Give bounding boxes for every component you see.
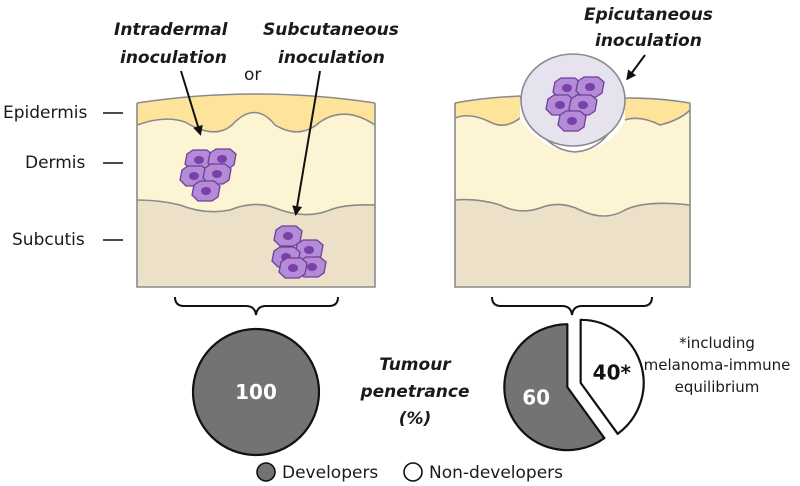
- pie-slice-developers: [191, 327, 321, 457]
- legend-developers-swatch: [256, 462, 276, 482]
- subcutis-label: Subcutis: [12, 230, 85, 250]
- pie-label-developers: 60: [522, 385, 550, 409]
- legend-non-developers-label: Non-developers: [429, 463, 563, 483]
- footnote: *including melanoma-immune equilibrium: [644, 334, 791, 396]
- tumour-penetrance-caption: Tumour penetrance (%): [359, 355, 469, 429]
- epicutaneous-label-line1: Epicutaneous: [584, 5, 713, 25]
- left-brace: [174, 296, 339, 316]
- epicutaneous-annotation: Epicutaneous inoculation: [584, 5, 713, 81]
- layer-labels: Epidermis Dermis Subcutis: [3, 103, 123, 250]
- left-skin-block: [136, 93, 376, 316]
- caption-line3: (%): [399, 409, 432, 429]
- right-subcutis-layer: [455, 199, 690, 287]
- pie-chart-right: 40* 60: [503, 318, 645, 452]
- right-brace: [491, 296, 653, 316]
- pie-label-non-developers: 40*: [593, 361, 632, 385]
- pie-chart-left: 100: [191, 327, 321, 457]
- or-label: or: [244, 65, 261, 85]
- left-subcutis-layer: [137, 200, 375, 287]
- right-dermis-layer: [455, 110, 690, 216]
- intradermal-label-line1: Intradermal: [114, 20, 229, 40]
- footnote-line3: equilibrium: [675, 378, 760, 396]
- epidermis-label: Epidermis: [3, 103, 87, 123]
- legend-developers-label: Developers: [282, 463, 378, 483]
- subcutaneous-label-line2: inoculation: [278, 48, 385, 68]
- right-skin-block: [454, 53, 691, 316]
- pie-slice-developers: [503, 323, 606, 452]
- pie-slice-non-developers: [579, 318, 645, 435]
- epicutaneous-label-line2: inoculation: [595, 31, 702, 51]
- footnote-line2: melanoma-immune: [644, 356, 791, 374]
- intradermal-annotation: Intradermal inoculation: [114, 20, 229, 136]
- legend-non-developers-swatch: [403, 462, 423, 482]
- caption-line2: penetrance: [359, 382, 469, 402]
- left-dermis-layer: [137, 112, 375, 215]
- footnote-line1: *including: [679, 334, 755, 352]
- subcutaneous-label-line1: Subcutaneous: [263, 20, 399, 40]
- dermis-label: Dermis: [25, 153, 86, 173]
- intradermal-label-line2: inoculation: [120, 48, 227, 68]
- subcutaneous-annotation: Subcutaneous inoculation: [263, 20, 399, 216]
- legend: Developers Non-developers: [256, 462, 563, 483]
- pie-label-developers: 100: [235, 380, 277, 404]
- caption-line1: Tumour: [379, 355, 452, 375]
